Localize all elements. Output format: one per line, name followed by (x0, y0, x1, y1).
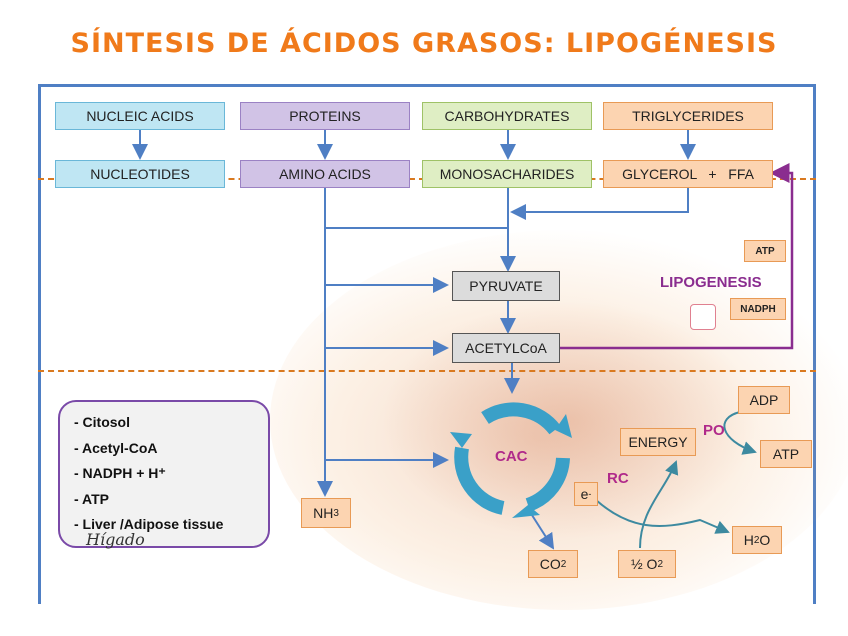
electron-box: e- (574, 482, 598, 506)
summary-item: - NADPH + H⁺ (74, 465, 166, 481)
nh3-text: NH (313, 505, 334, 521)
note-icon (690, 304, 716, 330)
carbohydrates-box: CARBOHYDRATES (422, 102, 592, 130)
atp-small-box: ATP (744, 240, 786, 262)
cac-cycle (454, 402, 570, 515)
handwritten-note: Hígado (86, 530, 145, 549)
glycerol-ffa-box: GLYCEROL + FFA (603, 160, 773, 188)
energy-box: ENERGY (620, 428, 696, 456)
co2-text: CO (539, 556, 561, 572)
nucleic-acids-box: NUCLEIC ACIDS (55, 102, 225, 130)
mitochondria-divider (38, 370, 816, 372)
pyruvate-box: PYRUVATE (452, 271, 560, 301)
lipogenesis-label: LIPOGENESIS (660, 274, 762, 291)
summary-item: - Liver /Adipose tissue (74, 516, 224, 532)
proteins-box: PROTEINS (240, 102, 410, 130)
acetylcoa-box: ACETYLCoA (452, 333, 560, 363)
h2o-sub: 2 (753, 534, 760, 546)
nh3-sub: 3 (333, 507, 339, 519)
h2o-h: H (743, 532, 754, 548)
electron-text: e (580, 486, 589, 502)
co2-sub: 2 (560, 558, 567, 570)
triglycerides-box: TRIGLYCERIDES (603, 102, 773, 130)
nadph-small-box: NADPH (730, 298, 786, 320)
h2o-o: O (759, 532, 771, 548)
page-title: SÍNTESIS DE ÁCIDOS GRASOS: LIPOGÉNESIS (70, 28, 778, 59)
monosacharides-box: MONOSACHARIDES (422, 160, 592, 188)
summary-box: - Citosol - Acetyl-CoA - NADPH + H⁺ - AT… (58, 400, 270, 548)
summary-item: - ATP (74, 490, 109, 507)
diagram-frame (38, 84, 816, 604)
amino-acids-box: AMINO ACIDS (240, 160, 410, 188)
half-o2-sub: 2 (657, 558, 664, 570)
nucleotides-box: NUCLEOTIDES (55, 160, 225, 188)
atp-box: ATP (760, 440, 812, 468)
rc-label: RC (607, 470, 629, 487)
lipogenesis-arrow (560, 163, 794, 350)
adp-box: ADP (738, 386, 790, 414)
cac-label: CAC (495, 448, 528, 465)
po-label: PO (703, 422, 725, 439)
electron-sup: - (588, 489, 592, 499)
summary-item: - Citosol (74, 414, 130, 430)
half-o2-text: ½ O (630, 556, 658, 572)
summary-item: - Acetyl-CoA (74, 439, 158, 456)
